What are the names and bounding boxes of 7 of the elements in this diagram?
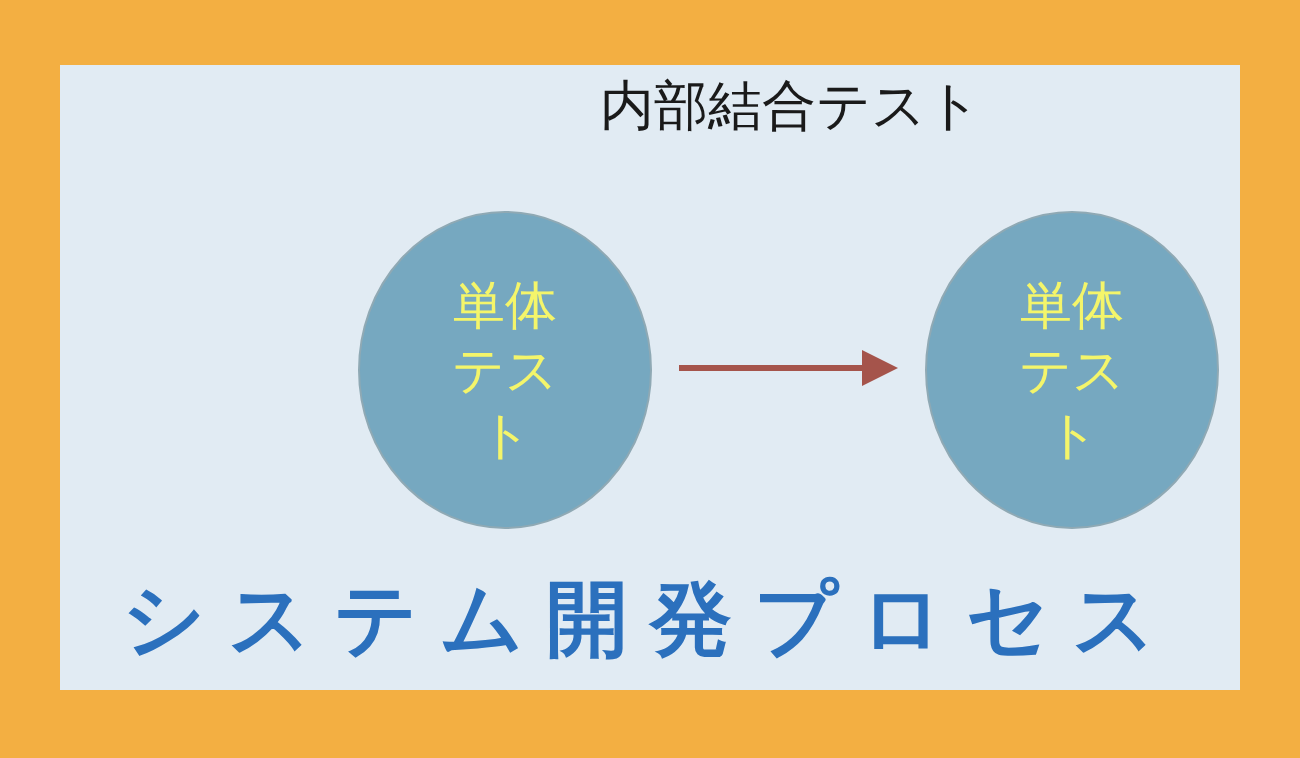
arrow <box>679 350 898 386</box>
node-label: 単体テスト <box>1018 273 1126 467</box>
circle-node <box>357 210 653 530</box>
circle-node <box>924 210 1220 530</box>
node-label: 単体テスト <box>451 273 559 467</box>
heading-text: システム開発プロセス <box>121 570 1179 668</box>
title: 内部結合テスト <box>598 73 982 139</box>
